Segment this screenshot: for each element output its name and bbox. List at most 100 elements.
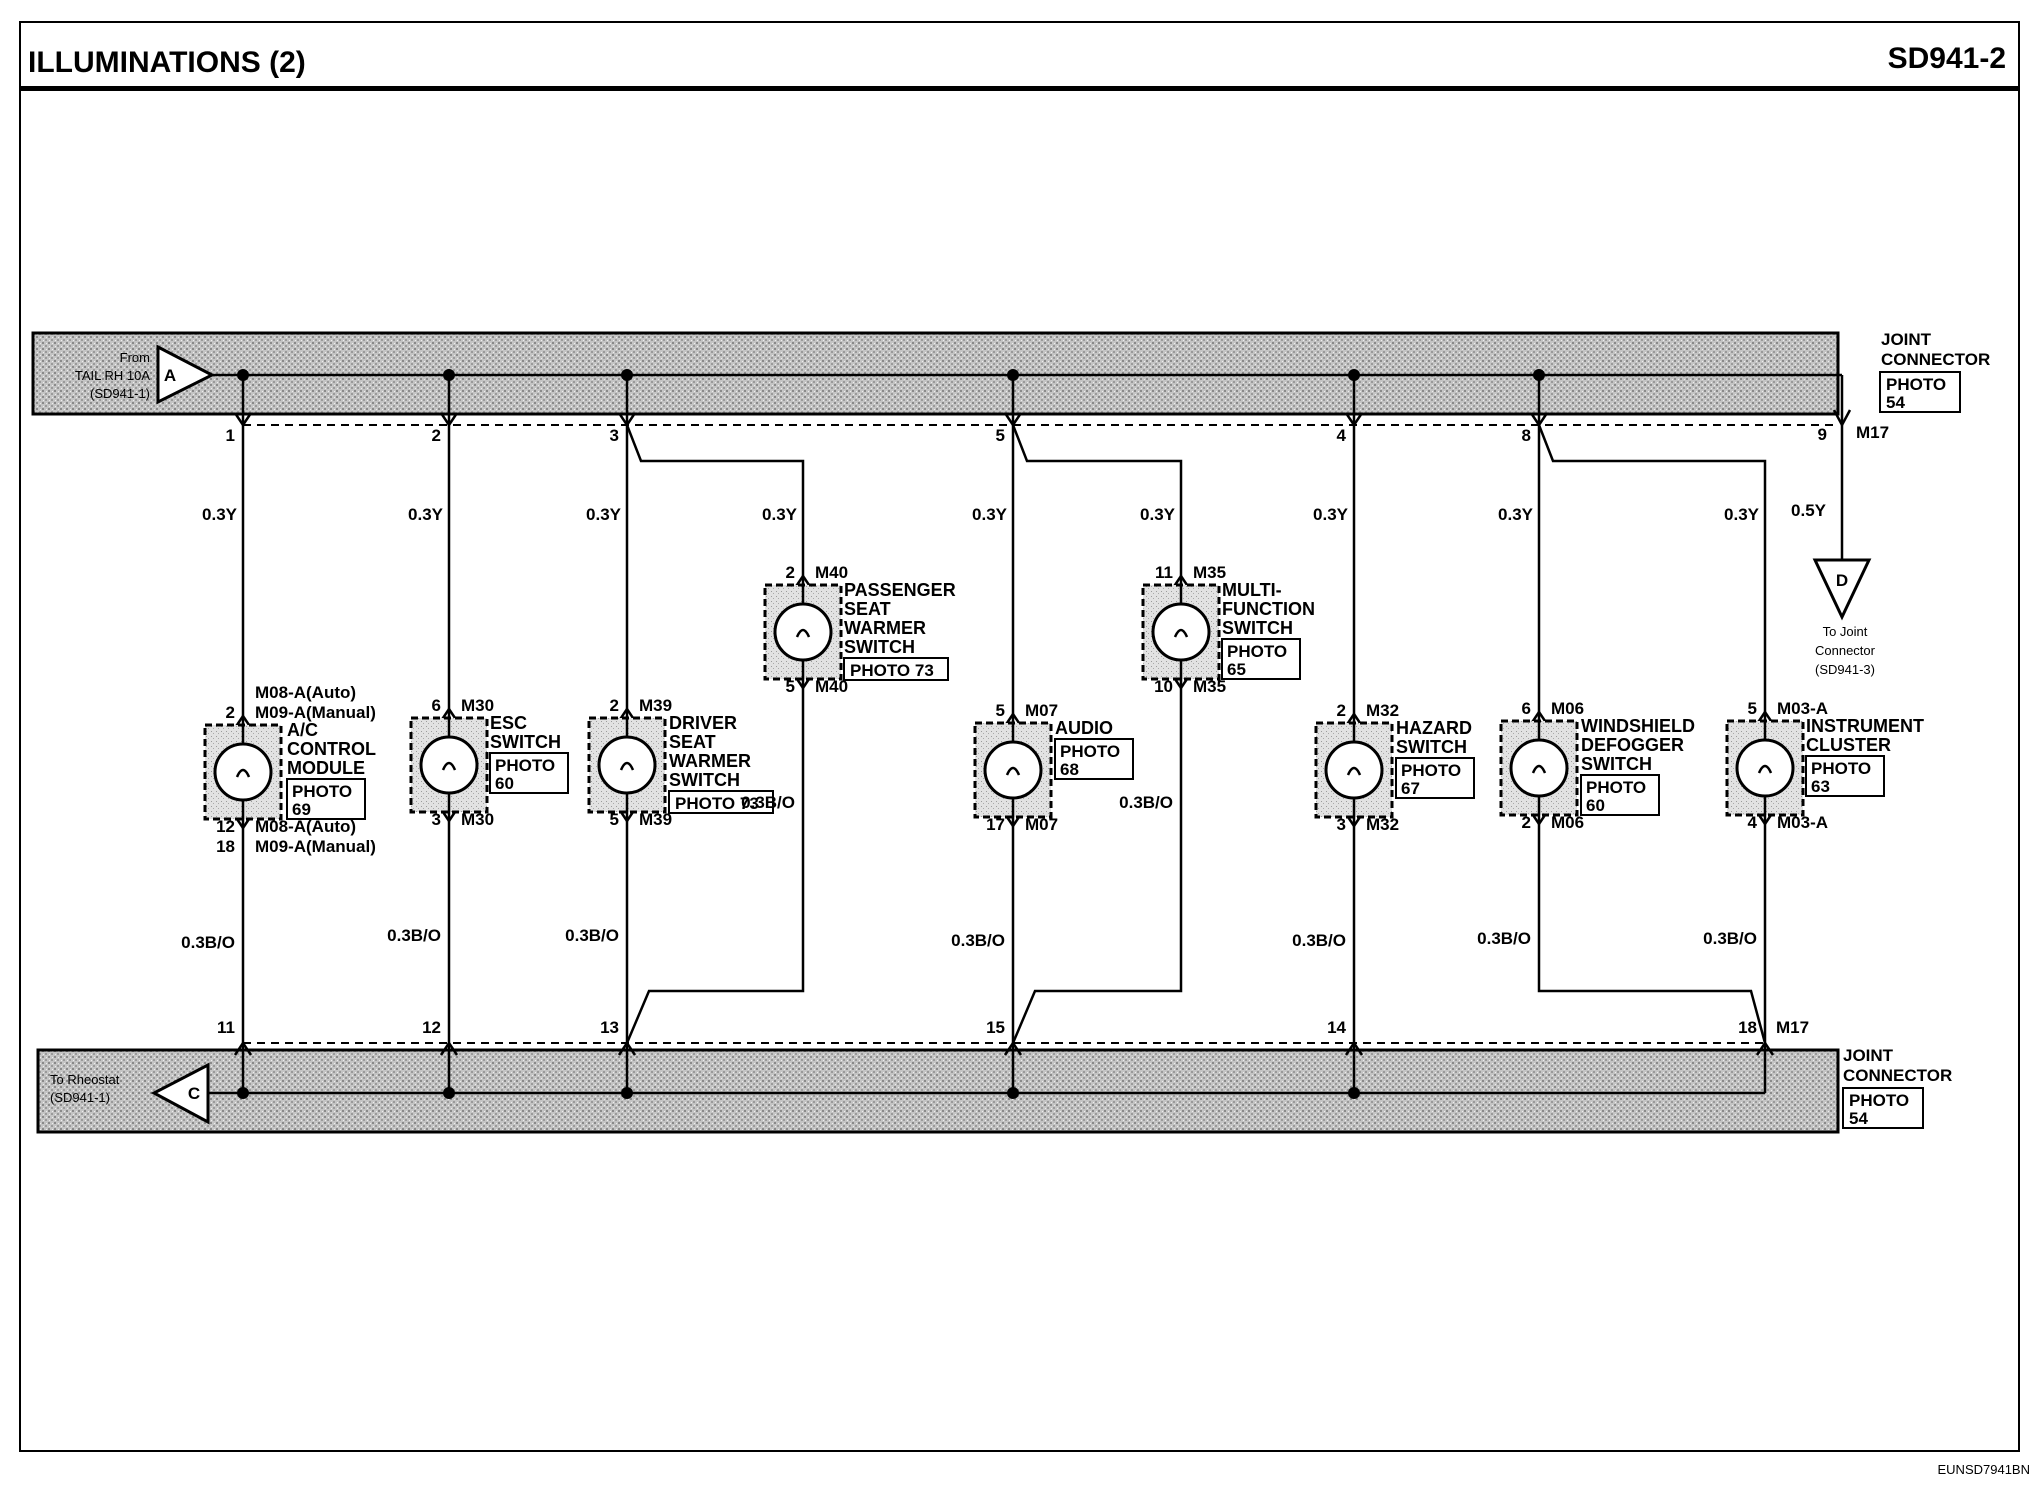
- connector-d-label-3: (SD941-3): [1815, 662, 1875, 677]
- component-top-pin: 5: [996, 701, 1005, 720]
- component-name-line: SWITCH: [844, 637, 915, 657]
- photo-ref-number: 65: [1227, 660, 1246, 679]
- sink-label-1: To Rheostat: [50, 1072, 120, 1087]
- photo-ref-label: PHOTO 73: [675, 794, 759, 813]
- top-pin: 8: [1522, 426, 1531, 445]
- bottom-joint-photo-box: [1842, 1087, 1924, 1129]
- connector-d-label-1: To Joint: [1823, 624, 1868, 639]
- component-bottom-pin: 10: [1154, 677, 1173, 696]
- component-name-line: AUDIO: [1055, 718, 1113, 738]
- component-top-pin: 6: [432, 696, 441, 715]
- lamp-icon: [1324, 740, 1384, 800]
- page-title: ILLUMINATIONS (2): [28, 46, 306, 79]
- component-name-line: DEFOGGER: [1581, 735, 1684, 755]
- component-bottom-connector: M39: [639, 810, 672, 829]
- lamp-icon: [213, 742, 273, 802]
- photo-ref-box: [668, 790, 774, 814]
- bottom-wire-label: 0.3B/O: [1292, 931, 1346, 950]
- component-top-pin: 6: [1522, 699, 1531, 718]
- component-bottom-connector: M07: [1025, 815, 1058, 834]
- circuit-1: 10.3Y2M08-A(Auto)M09-A(Manual)1218M08-A(…: [181, 369, 376, 1099]
- top-pin: 1: [226, 426, 235, 445]
- photo-ref-label: PHOTO: [1586, 778, 1646, 797]
- lamp-icon: [1735, 738, 1795, 798]
- bottom-joint-name-2: CONNECTOR: [1843, 1066, 1952, 1085]
- component-name-line: SWITCH: [1222, 618, 1293, 638]
- page-frame: [19, 21, 2020, 1452]
- photo-ref-number: 60: [1586, 796, 1605, 815]
- bottom-wire-label: 0.3B/O: [1119, 793, 1173, 812]
- photo-ref-box: [843, 657, 949, 681]
- component-bottom-pin: 3: [1337, 815, 1346, 834]
- component-top-connector: M06: [1551, 699, 1584, 718]
- page-code: SD941-2: [1888, 42, 2006, 75]
- component-name-line: SWITCH: [669, 770, 740, 790]
- photo-ref-number: 63: [1811, 777, 1830, 796]
- component-name-line: SEAT: [844, 599, 891, 619]
- top-pin: 3: [610, 426, 619, 445]
- component-bottom-pin: 17: [986, 815, 1005, 834]
- component-bottom-connector: M03-A: [1777, 813, 1828, 832]
- connector-a-letter: A: [164, 366, 176, 385]
- component-name-line: MODULE: [287, 758, 365, 778]
- component-top-connector: M03-A: [1777, 699, 1828, 718]
- bottom-joint-photo-2: 54: [1849, 1109, 1868, 1128]
- component-top-connector: M08-A(Auto): [255, 683, 356, 702]
- component-name-line: CONTROL: [287, 739, 376, 759]
- component-bottom-connector: M40: [815, 677, 848, 696]
- top-wire-label: 0.3Y: [972, 505, 1008, 524]
- bottom-joint-name-1: JOINT: [1843, 1046, 1894, 1065]
- top-wire-label: 0.3Y: [1498, 505, 1534, 524]
- component-top-pin: 5: [1748, 699, 1757, 718]
- top-pin: 5: [996, 426, 1005, 445]
- source-label-2: TAIL RH 10A: [75, 368, 150, 383]
- top-wire-label: 0.3Y: [586, 505, 622, 524]
- bottom-joint-photo-1: PHOTO: [1849, 1091, 1909, 1110]
- top-wire-label: 0.3Y: [762, 505, 798, 524]
- component-name-line: DRIVER: [669, 713, 737, 733]
- photo-ref-box: [1221, 638, 1301, 680]
- source-connector-a: A From TAIL RH 10A (SD941-1): [75, 344, 243, 405]
- component-bottom-pin: 5: [610, 810, 619, 829]
- component-bottom-pin: 12: [216, 817, 235, 836]
- top-wire-label: 0.3Y: [1313, 505, 1349, 524]
- top-pin: 4: [1337, 426, 1347, 445]
- bottom-pin: 18: [1738, 1018, 1757, 1037]
- component-name-line: WARMER: [844, 618, 926, 638]
- top-joint-photo-2: 54: [1886, 393, 1905, 412]
- photo-ref-box: [489, 752, 569, 794]
- source-label-1: From: [120, 350, 150, 365]
- component-top-connector: M32: [1366, 701, 1399, 720]
- component-top-pin: 2: [786, 563, 795, 582]
- top-wire-label: 0.3Y: [1724, 505, 1760, 524]
- photo-ref-number: 67: [1401, 779, 1420, 798]
- photo-ref-box: [1054, 738, 1134, 780]
- lamp-icon: [1151, 602, 1211, 662]
- top-joint-connector: JOINT CONNECTOR PHOTO 54 M17: [31, 330, 1990, 442]
- component-top-connector: M40: [815, 563, 848, 582]
- bottom-wire-label: 0.3B/O: [181, 933, 235, 952]
- top-wire-label: 0.3Y: [408, 505, 444, 524]
- component-bottom-connector-2: M09-A(Manual): [255, 837, 376, 856]
- photo-ref-label: PHOTO 73: [850, 661, 934, 680]
- photo-ref-number: 60: [495, 774, 514, 793]
- component-top-connector-2: M09-A(Manual): [255, 703, 376, 722]
- top-joint-name-1: JOINT: [1881, 330, 1932, 349]
- connector-d-pin: 9: [1818, 425, 1827, 444]
- component-top-connector: M39: [639, 696, 672, 715]
- sink-label-2: (SD941-1): [50, 1090, 110, 1105]
- bottom-pin: 11: [217, 1018, 235, 1037]
- photo-ref-label: PHOTO: [1401, 761, 1461, 780]
- component-name-line: PASSENGER: [844, 580, 956, 600]
- offpage-connector-d: D 9 0.5Y To Joint Connector (SD941-3): [1791, 375, 1876, 677]
- photo-ref-box: [1805, 755, 1885, 797]
- component-name-line: SWITCH: [1581, 754, 1652, 774]
